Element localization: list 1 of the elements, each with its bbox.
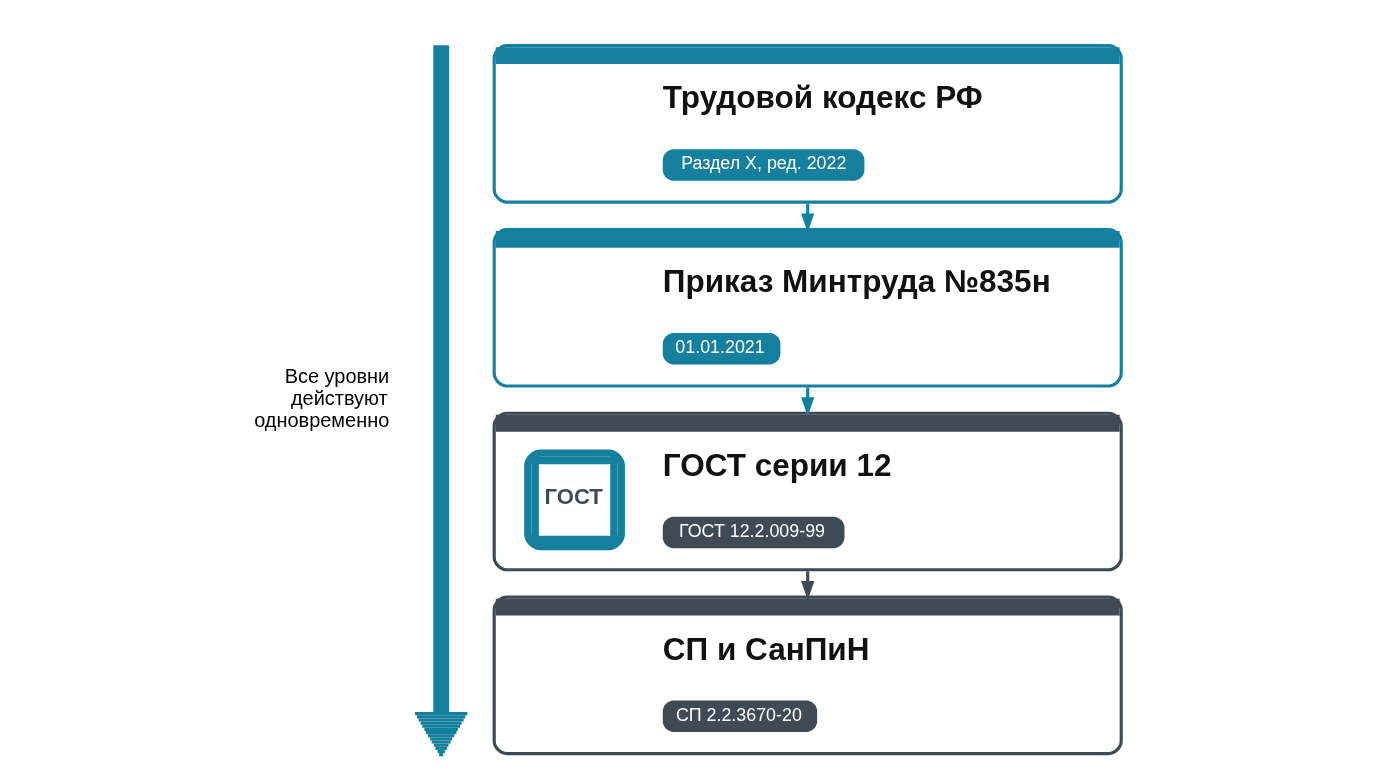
node-label: Все уровни действуют одновременно	[253, 365, 389, 432]
